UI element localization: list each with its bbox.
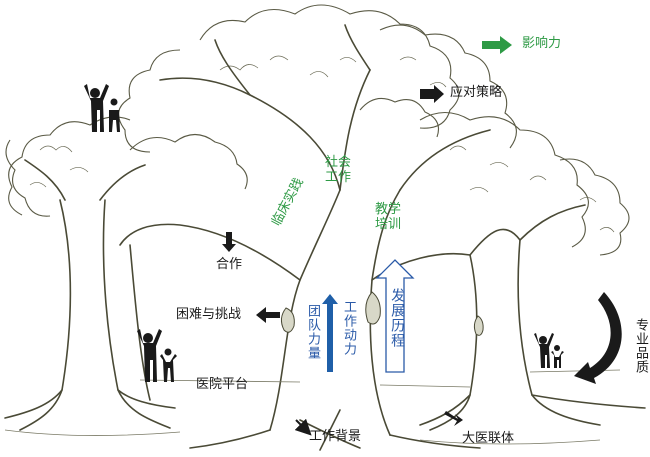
label-difficulty: 困难与挑战 — [176, 307, 242, 322]
label-work-background: 工作背景 — [309, 429, 362, 444]
label-work-motivation: 工作动力 — [340, 300, 356, 356]
trunk-knots — [280, 291, 484, 336]
green-arrow-icon — [482, 36, 512, 54]
label-influence: 影响力 — [522, 36, 562, 51]
label-social-work: 社会 工作 — [325, 155, 352, 185]
black-arrow-icon — [420, 85, 444, 103]
black-arrow-icon — [222, 232, 236, 252]
label-cooperation: 合作 — [216, 257, 243, 272]
person-icon — [534, 333, 564, 368]
curved-arrow-icon — [574, 292, 622, 384]
canopy-detail — [29, 55, 615, 233]
person-icon — [84, 84, 120, 132]
label-professional-quality: 专业品质 — [632, 318, 648, 374]
tree-trunks — [4, 24, 646, 451]
ground-lines — [4, 369, 621, 445]
label-hospital-platform: 医院平台 — [196, 377, 249, 392]
person-icon — [137, 329, 177, 382]
label-strategy: 应对策略 — [450, 85, 503, 100]
black-arrow-icon — [294, 418, 312, 436]
black-arrow-icon — [256, 307, 280, 323]
black-arrow-icon — [444, 411, 463, 426]
blue-arrow-icon — [322, 294, 338, 372]
label-medical-alliance: 大医联体 — [462, 431, 515, 446]
label-teaching-training: 教学 培训 — [375, 202, 402, 232]
outline-arrow-icon — [375, 259, 415, 373]
label-team-strength: 团队力量 — [304, 304, 320, 360]
label-development: 发展历程 — [389, 288, 406, 348]
